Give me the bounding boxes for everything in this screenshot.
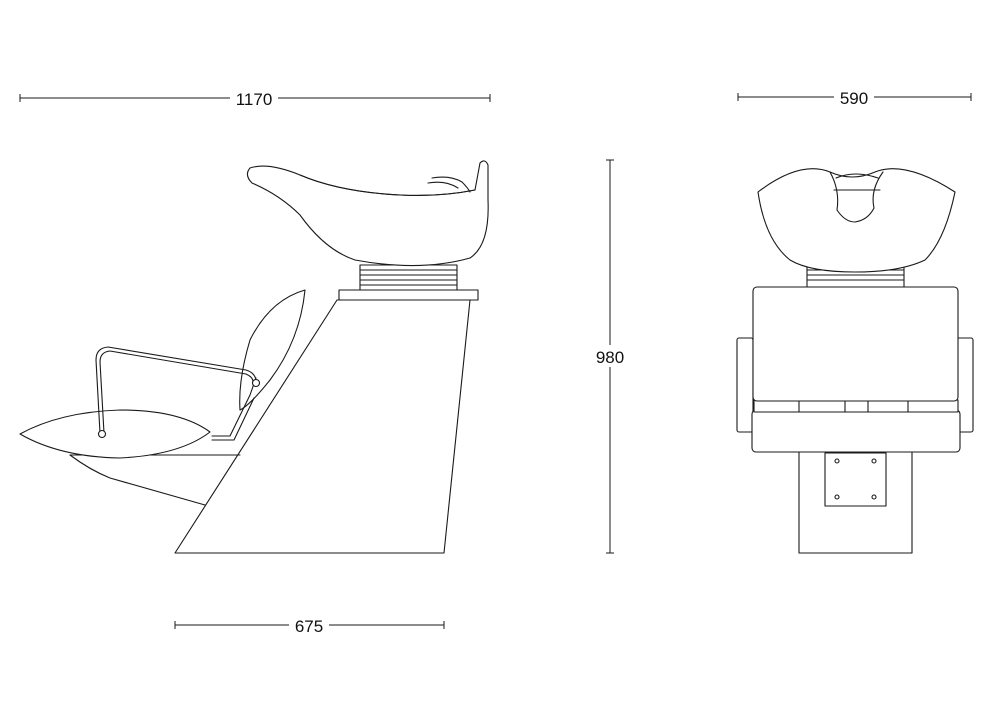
dimension-label-front-width: 590 [840,89,868,108]
side-base-pedestal [174,299,471,554]
side-basin-faucet [427,176,471,193]
dimension-label-side-width: 1170 [236,90,273,109]
side-basin-bowl [246,160,489,267]
front-armrest-left [736,337,754,433]
side-view [19,160,489,554]
side-seat-cushion [19,409,211,459]
dimension-side-width: 1170 [19,88,491,109]
dimension-height: 980 [590,159,630,554]
front-bolt [834,494,840,500]
front-backrest [752,286,959,402]
front-bolt [871,458,877,464]
side-seat-shell [69,454,206,506]
dimension-label-height: 980 [596,348,624,367]
dimension-front-width: 590 [737,87,972,108]
front-bolt [871,494,877,500]
side-armrest-joint-back [251,378,261,388]
side-top-plate [338,289,479,301]
side-armrest-inner [99,350,254,434]
front-basin-bowl [757,168,956,273]
front-basin-neckcut [829,171,884,223]
side-armrest [95,346,257,434]
side-back-strut-2 [211,397,255,441]
side-back-strut [211,377,257,437]
front-view [736,168,974,554]
side-armrest-joint-front [97,429,107,439]
front-seat-strip [753,399,959,413]
front-seat-cushion [751,409,961,453]
dimension-label-depth: 675 [295,617,323,636]
front-bolt [834,458,840,464]
dimension-depth: 675 [174,615,445,636]
side-basin-neck [359,264,458,291]
side-basin-rim [299,174,476,196]
front-mount-plate [824,452,887,507]
